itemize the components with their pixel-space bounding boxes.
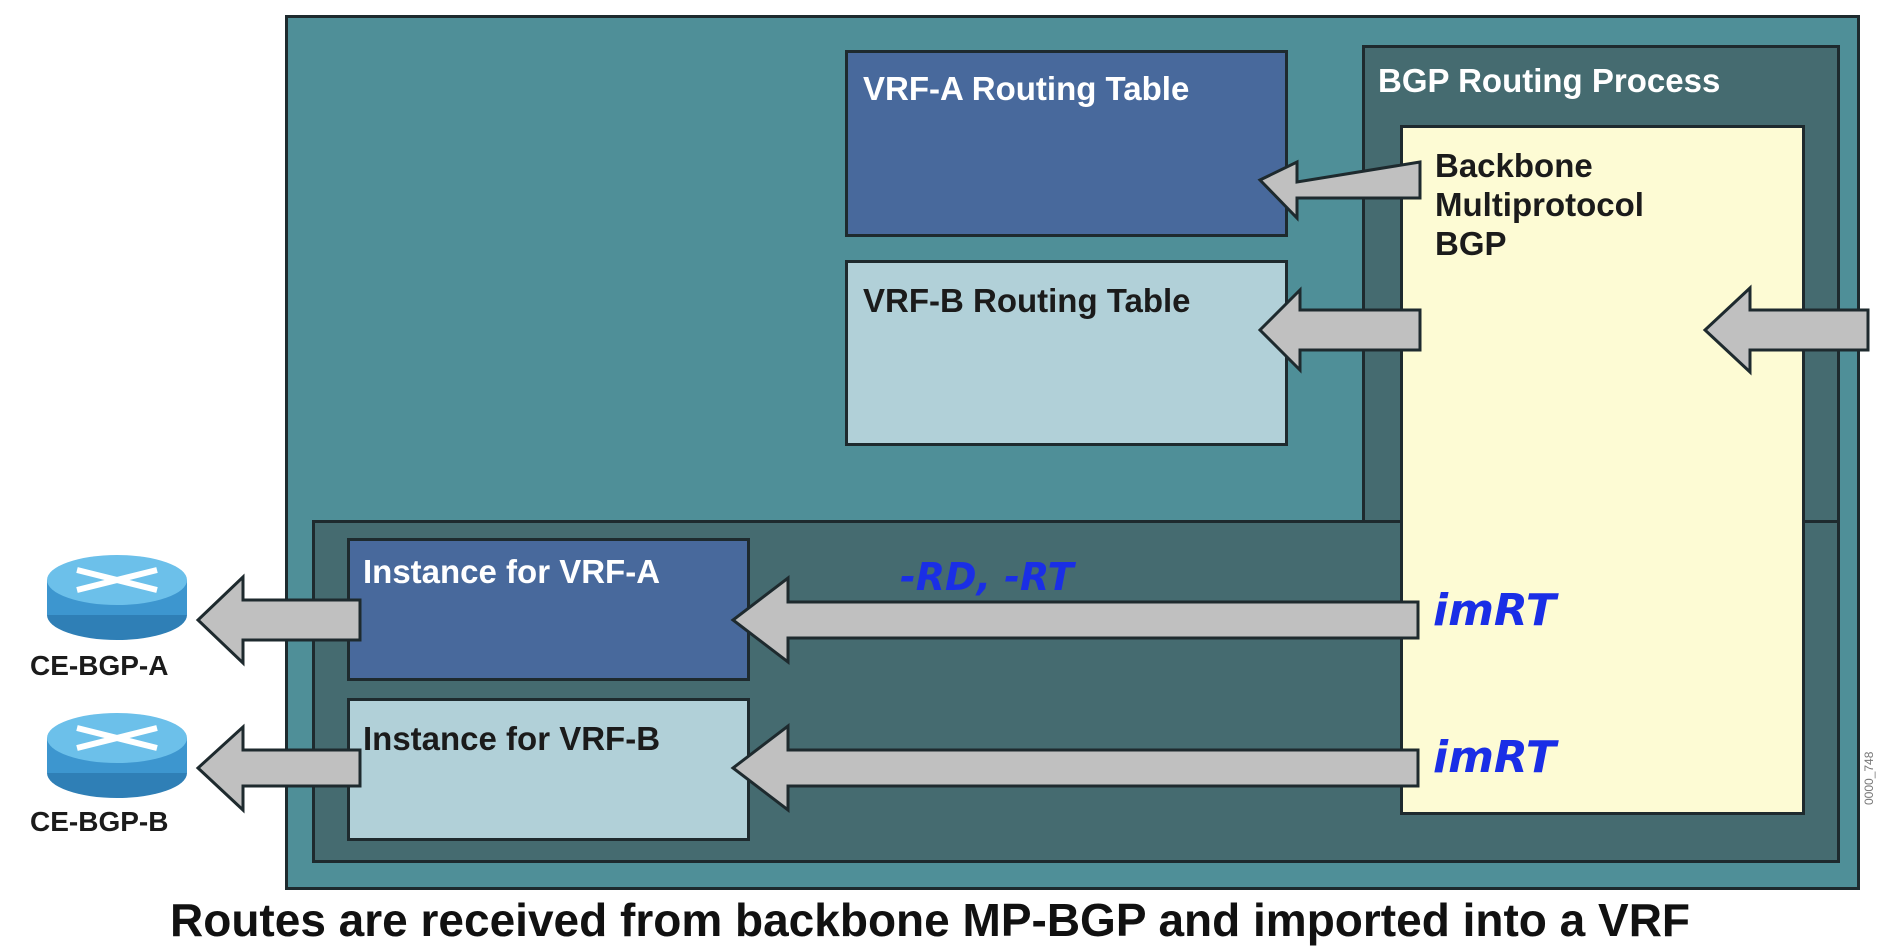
instance-vrf-b xyxy=(347,698,750,841)
ce-bgp-b-label: CE-BGP-B xyxy=(30,806,169,837)
figure-code: 0000_748 xyxy=(1862,751,1876,805)
ce-bgp-a-label: CE-BGP-A xyxy=(30,650,169,681)
arrow-into-bgp xyxy=(1702,284,1870,376)
annotation-import-rt-b: imRT xyxy=(1433,732,1556,783)
instance-vrf-b-label: Instance for VRF-B xyxy=(363,720,661,757)
annotation-import-rt-a: imRT xyxy=(1433,585,1556,636)
backbone-label-line1: Backbone xyxy=(1435,147,1593,184)
arrow-to-vrf-a-table xyxy=(1257,159,1422,222)
caption: Routes are received from backbone MP-BGP… xyxy=(170,894,1691,946)
bgp-routing-process-title: BGP Routing Process xyxy=(1378,62,1721,99)
instance-vrf-a-label: Instance for VRF-A xyxy=(363,553,661,590)
vrf-b-routing-table xyxy=(845,260,1288,446)
arrow-to-instance-vrf-a xyxy=(730,574,1420,666)
vrf-a-routing-table-label: VRF-A Routing Table xyxy=(863,70,1190,107)
router-icon xyxy=(47,555,187,640)
arrow-to-ce-bgp-b xyxy=(195,723,362,814)
router-icon xyxy=(47,713,187,798)
annotation-rd-rt: -RD, -RT xyxy=(900,555,1074,599)
vrf-b-routing-table-label: VRF-B Routing Table xyxy=(863,282,1191,319)
arrow-to-vrf-b-table xyxy=(1257,286,1422,374)
vrf-a-routing-table xyxy=(845,50,1288,237)
backbone-label-line2: Multiprotocol xyxy=(1435,186,1644,223)
backbone-mp-bgp-box xyxy=(1400,125,1805,815)
flow-arrows xyxy=(195,159,1870,814)
arrow-to-instance-vrf-b xyxy=(730,722,1420,814)
arrow-to-ce-bgp-a xyxy=(195,573,362,667)
instance-vrf-a xyxy=(347,538,750,681)
backbone-label-line3: BGP xyxy=(1435,225,1507,262)
